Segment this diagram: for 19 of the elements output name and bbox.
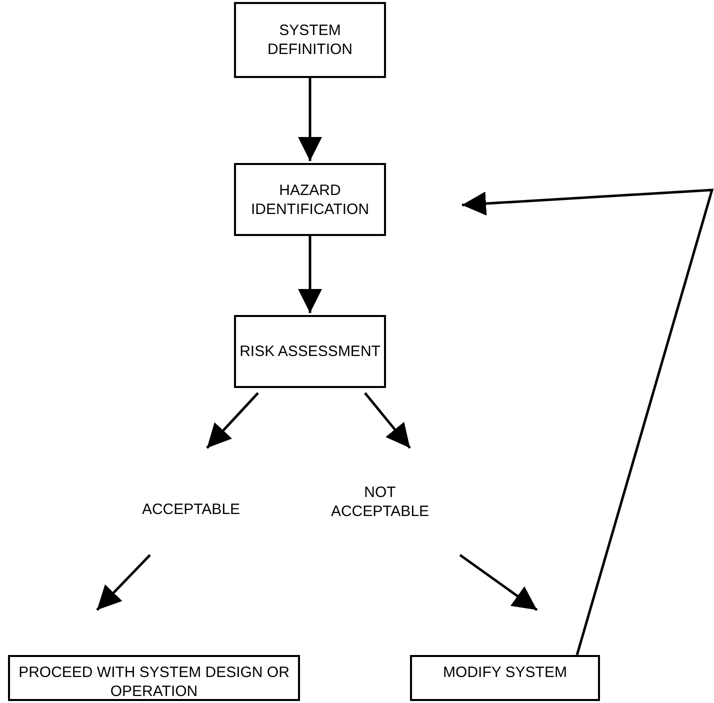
process-box [234,2,386,78]
outcome-label: NOT ACCEPTABLE [330,483,430,521]
process-box [234,163,386,236]
outcome-label: ACCEPTABLE [142,500,240,518]
box-label: MODIFY SYSTEM [443,663,567,682]
arrow [298,236,322,313]
box-label: SYSTEM DEFINITION [266,21,354,59]
box-label: HAZARD IDENTIFICATION [250,180,370,218]
process-box [410,655,600,701]
arrow [96,554,151,611]
arrow [206,392,259,449]
process-box [8,655,300,701]
arrow [462,188,714,656]
arrow [459,554,538,612]
arrow [364,392,411,449]
box-label: RISK ASSESSMENT [240,342,380,361]
arrow [298,78,322,161]
box-label: PROCEED WITH SYSTEM DESIGN OR OPERATION [18,663,290,701]
process-box [234,315,386,388]
